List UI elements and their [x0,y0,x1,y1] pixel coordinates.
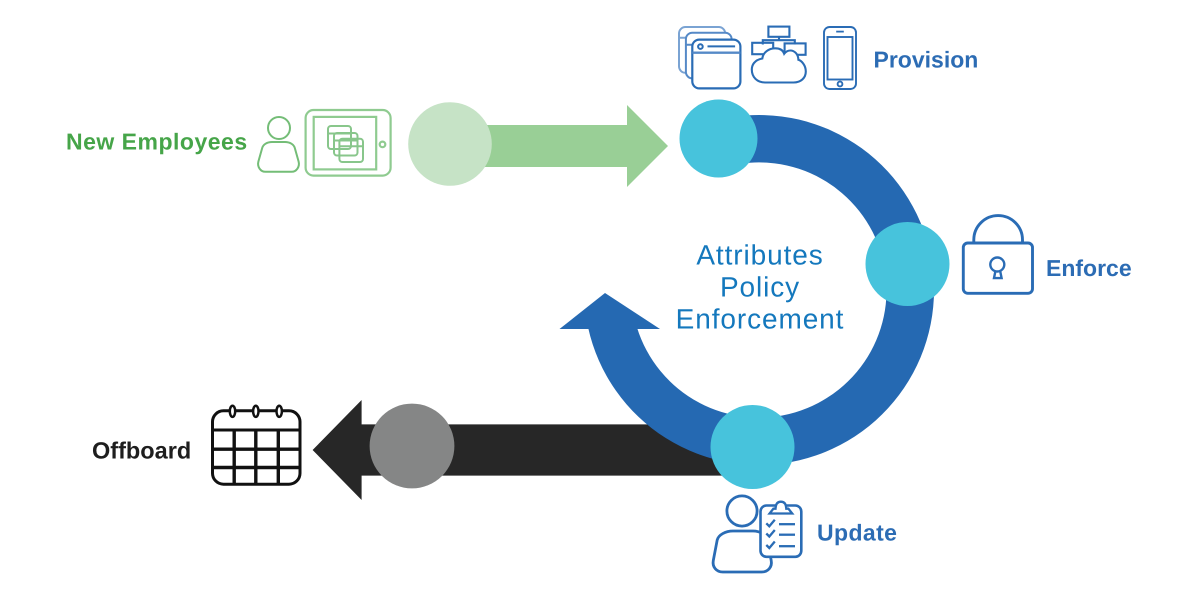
svg-text:Update: Update [817,519,897,545]
svg-text:Enforcement: Enforcement [676,304,845,335]
svg-text:Policy: Policy [720,272,800,303]
svg-text:Provision: Provision [874,47,979,73]
svg-text:New Employees: New Employees [66,129,248,155]
svg-text:Offboard: Offboard [92,438,191,464]
svg-text:Enforce: Enforce [1046,255,1132,281]
svg-text:Attributes: Attributes [696,240,823,271]
